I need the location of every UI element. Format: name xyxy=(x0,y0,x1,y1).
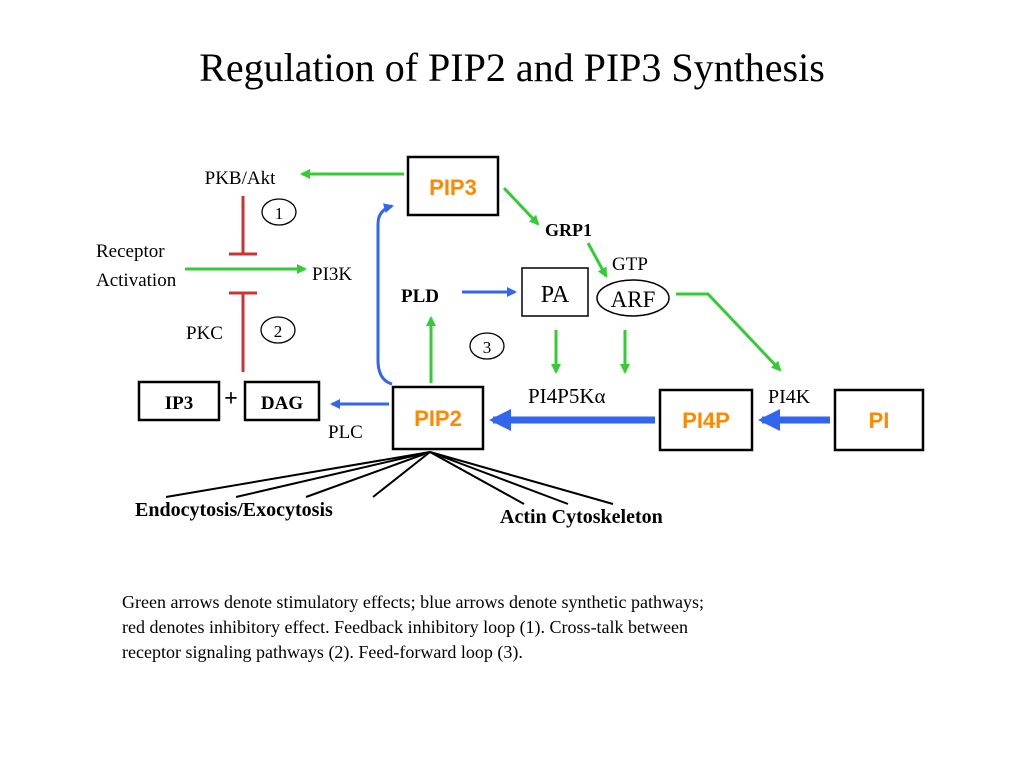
pi-box xyxy=(833,388,925,452)
pip3-box xyxy=(406,155,500,217)
ip3-label: IP3 xyxy=(165,393,194,414)
pa-label: PA xyxy=(541,282,570,308)
receptor-label: Receptor xyxy=(96,241,165,262)
dag-label: DAG xyxy=(261,393,303,414)
pi4k-label: PI4K xyxy=(768,386,811,408)
arrow-pip2-to-pip3 xyxy=(376,203,394,386)
arrow-arf-to-pi4k xyxy=(676,292,782,372)
caption-line-3: receptor signaling pathways (2). Feed-fo… xyxy=(122,642,523,662)
pi4p-box xyxy=(658,388,754,452)
loop-2-label: 2 xyxy=(274,322,283,341)
arf-label: ARF xyxy=(611,287,656,312)
pi4p5k-label: PI4P5Kα xyxy=(528,384,606,408)
arrow-grp1-to-arf xyxy=(586,242,608,278)
actin-label: Actin Cytoskeleton xyxy=(500,506,663,528)
pi4p-label: PI4P xyxy=(682,408,730,433)
loop-1-label: 1 xyxy=(275,204,284,223)
loop-3-circle xyxy=(469,332,505,360)
loop-2-circle xyxy=(260,316,296,344)
loop-3-label: 3 xyxy=(483,338,492,357)
pip2-box xyxy=(391,385,485,451)
arrow-pip3-to-grp1 xyxy=(502,186,540,226)
pi3k-label: PI3K xyxy=(312,264,352,285)
caption-line-2: red denotes inhibitory effect. Feedback … xyxy=(122,617,689,637)
pld-label: PLD xyxy=(401,286,439,307)
endo-exo-label: Endocytosis/Exocytosis xyxy=(135,499,333,521)
dag-box xyxy=(243,380,321,422)
caption-line-1: Green arrows denote stimulatory effects;… xyxy=(122,592,704,612)
plus-sign: + xyxy=(224,386,238,412)
figure-caption: Green arrows denote stimulatory effects;… xyxy=(122,590,892,665)
gtp-label: GTP xyxy=(612,254,648,275)
pip2-effector-lines xyxy=(165,451,614,505)
ip3-box xyxy=(137,380,221,422)
pkb-akt-label: PKB/Akt xyxy=(205,168,276,189)
page-title: Regulation of PIP2 and PIP3 Synthesis xyxy=(199,45,825,90)
pa-box xyxy=(521,267,589,317)
grp1-label: GRP1 xyxy=(545,220,592,240)
pkc-label: PKC xyxy=(186,323,223,344)
loop-1-circle xyxy=(261,198,297,226)
activation-label: Activation xyxy=(96,270,177,291)
plc-label: PLC xyxy=(328,422,363,443)
pip2-label: PIP2 xyxy=(414,406,462,431)
pi-label: PI xyxy=(869,408,890,433)
pip3-label: PIP3 xyxy=(429,175,477,200)
arf-ellipse xyxy=(596,279,670,317)
